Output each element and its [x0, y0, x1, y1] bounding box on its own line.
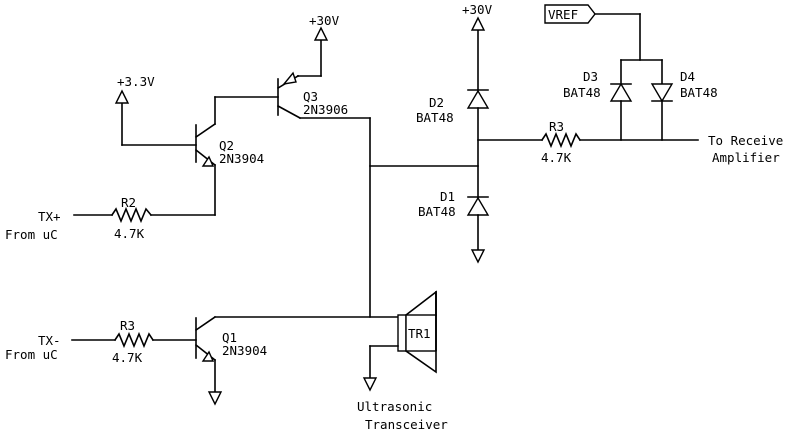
tr1-label: TR1: [408, 326, 431, 341]
r3-rx-name: R3: [549, 119, 564, 134]
d1-part: BAT48: [418, 204, 456, 219]
q3-emitter-wire: [297, 26, 329, 77]
d1-name: D1: [440, 189, 455, 204]
q2-transistor: [194, 122, 217, 167]
r3-tx-name: R3: [120, 318, 135, 333]
txp-from-label: From uC: [5, 227, 58, 242]
txm-label: TX-: [38, 333, 61, 348]
q3-collector-wire: [299, 117, 371, 318]
r3-rx-resistor: [477, 131, 699, 149]
d2-name: D2: [429, 95, 444, 110]
d3-part: BAT48: [563, 85, 601, 100]
r3-tx-resistor: [71, 331, 197, 349]
d4-name: D4: [680, 69, 695, 84]
vref-label: VREF: [548, 7, 578, 22]
v30-top-label: +30V: [309, 13, 340, 28]
q1-emitter-ground: [207, 359, 223, 406]
q3-name: Q3: [303, 89, 318, 104]
txp-label: TX+: [38, 209, 61, 224]
txm-from-label: From uC: [5, 347, 58, 362]
q2-part: 2N3904: [219, 151, 264, 166]
vref-flag: [544, 4, 663, 61]
tr1-transducer: [362, 290, 437, 392]
r2-value: 4.7K: [114, 226, 145, 241]
q1-ground-arrow: [207, 391, 223, 406]
r3-tx-value: 4.7K: [112, 350, 143, 365]
transceiver-line2: Transceiver: [365, 417, 448, 432]
v30-top-arrow: [313, 26, 329, 41]
q1-part: 2N3904: [222, 343, 267, 358]
q1-name: Q1: [222, 330, 237, 345]
d4-part: BAT48: [680, 85, 718, 100]
r2-name: R2: [121, 195, 136, 210]
d1-diode: [466, 196, 490, 264]
d3-name: D3: [583, 69, 598, 84]
q3-transistor: [214, 71, 302, 120]
rx-label-line1: To Receive: [708, 133, 783, 148]
d1-ground-arrow: [470, 249, 486, 264]
v33-label: +3.3V: [117, 74, 155, 89]
q1-transistor: [194, 315, 217, 362]
d3-diode: [609, 59, 633, 141]
rx-label-line2: Amplifier: [712, 150, 780, 165]
v30-d2-label: +30V: [462, 2, 493, 17]
r3-rx-value: 4.7K: [541, 150, 572, 165]
d2-diode: [466, 16, 490, 216]
tr1-ground-arrow: [362, 377, 378, 392]
q2-name: Q2: [219, 138, 234, 153]
transceiver-line1: Ultrasonic: [357, 399, 432, 414]
r2-resistor: [73, 206, 216, 224]
d4-diode: [650, 59, 674, 141]
v33-arrow: [114, 89, 130, 104]
v30-d2-arrow: [470, 16, 486, 31]
d2-part: BAT48: [416, 110, 454, 125]
q2-base-wire: [114, 89, 197, 146]
q3-part: 2N3906: [303, 102, 348, 117]
